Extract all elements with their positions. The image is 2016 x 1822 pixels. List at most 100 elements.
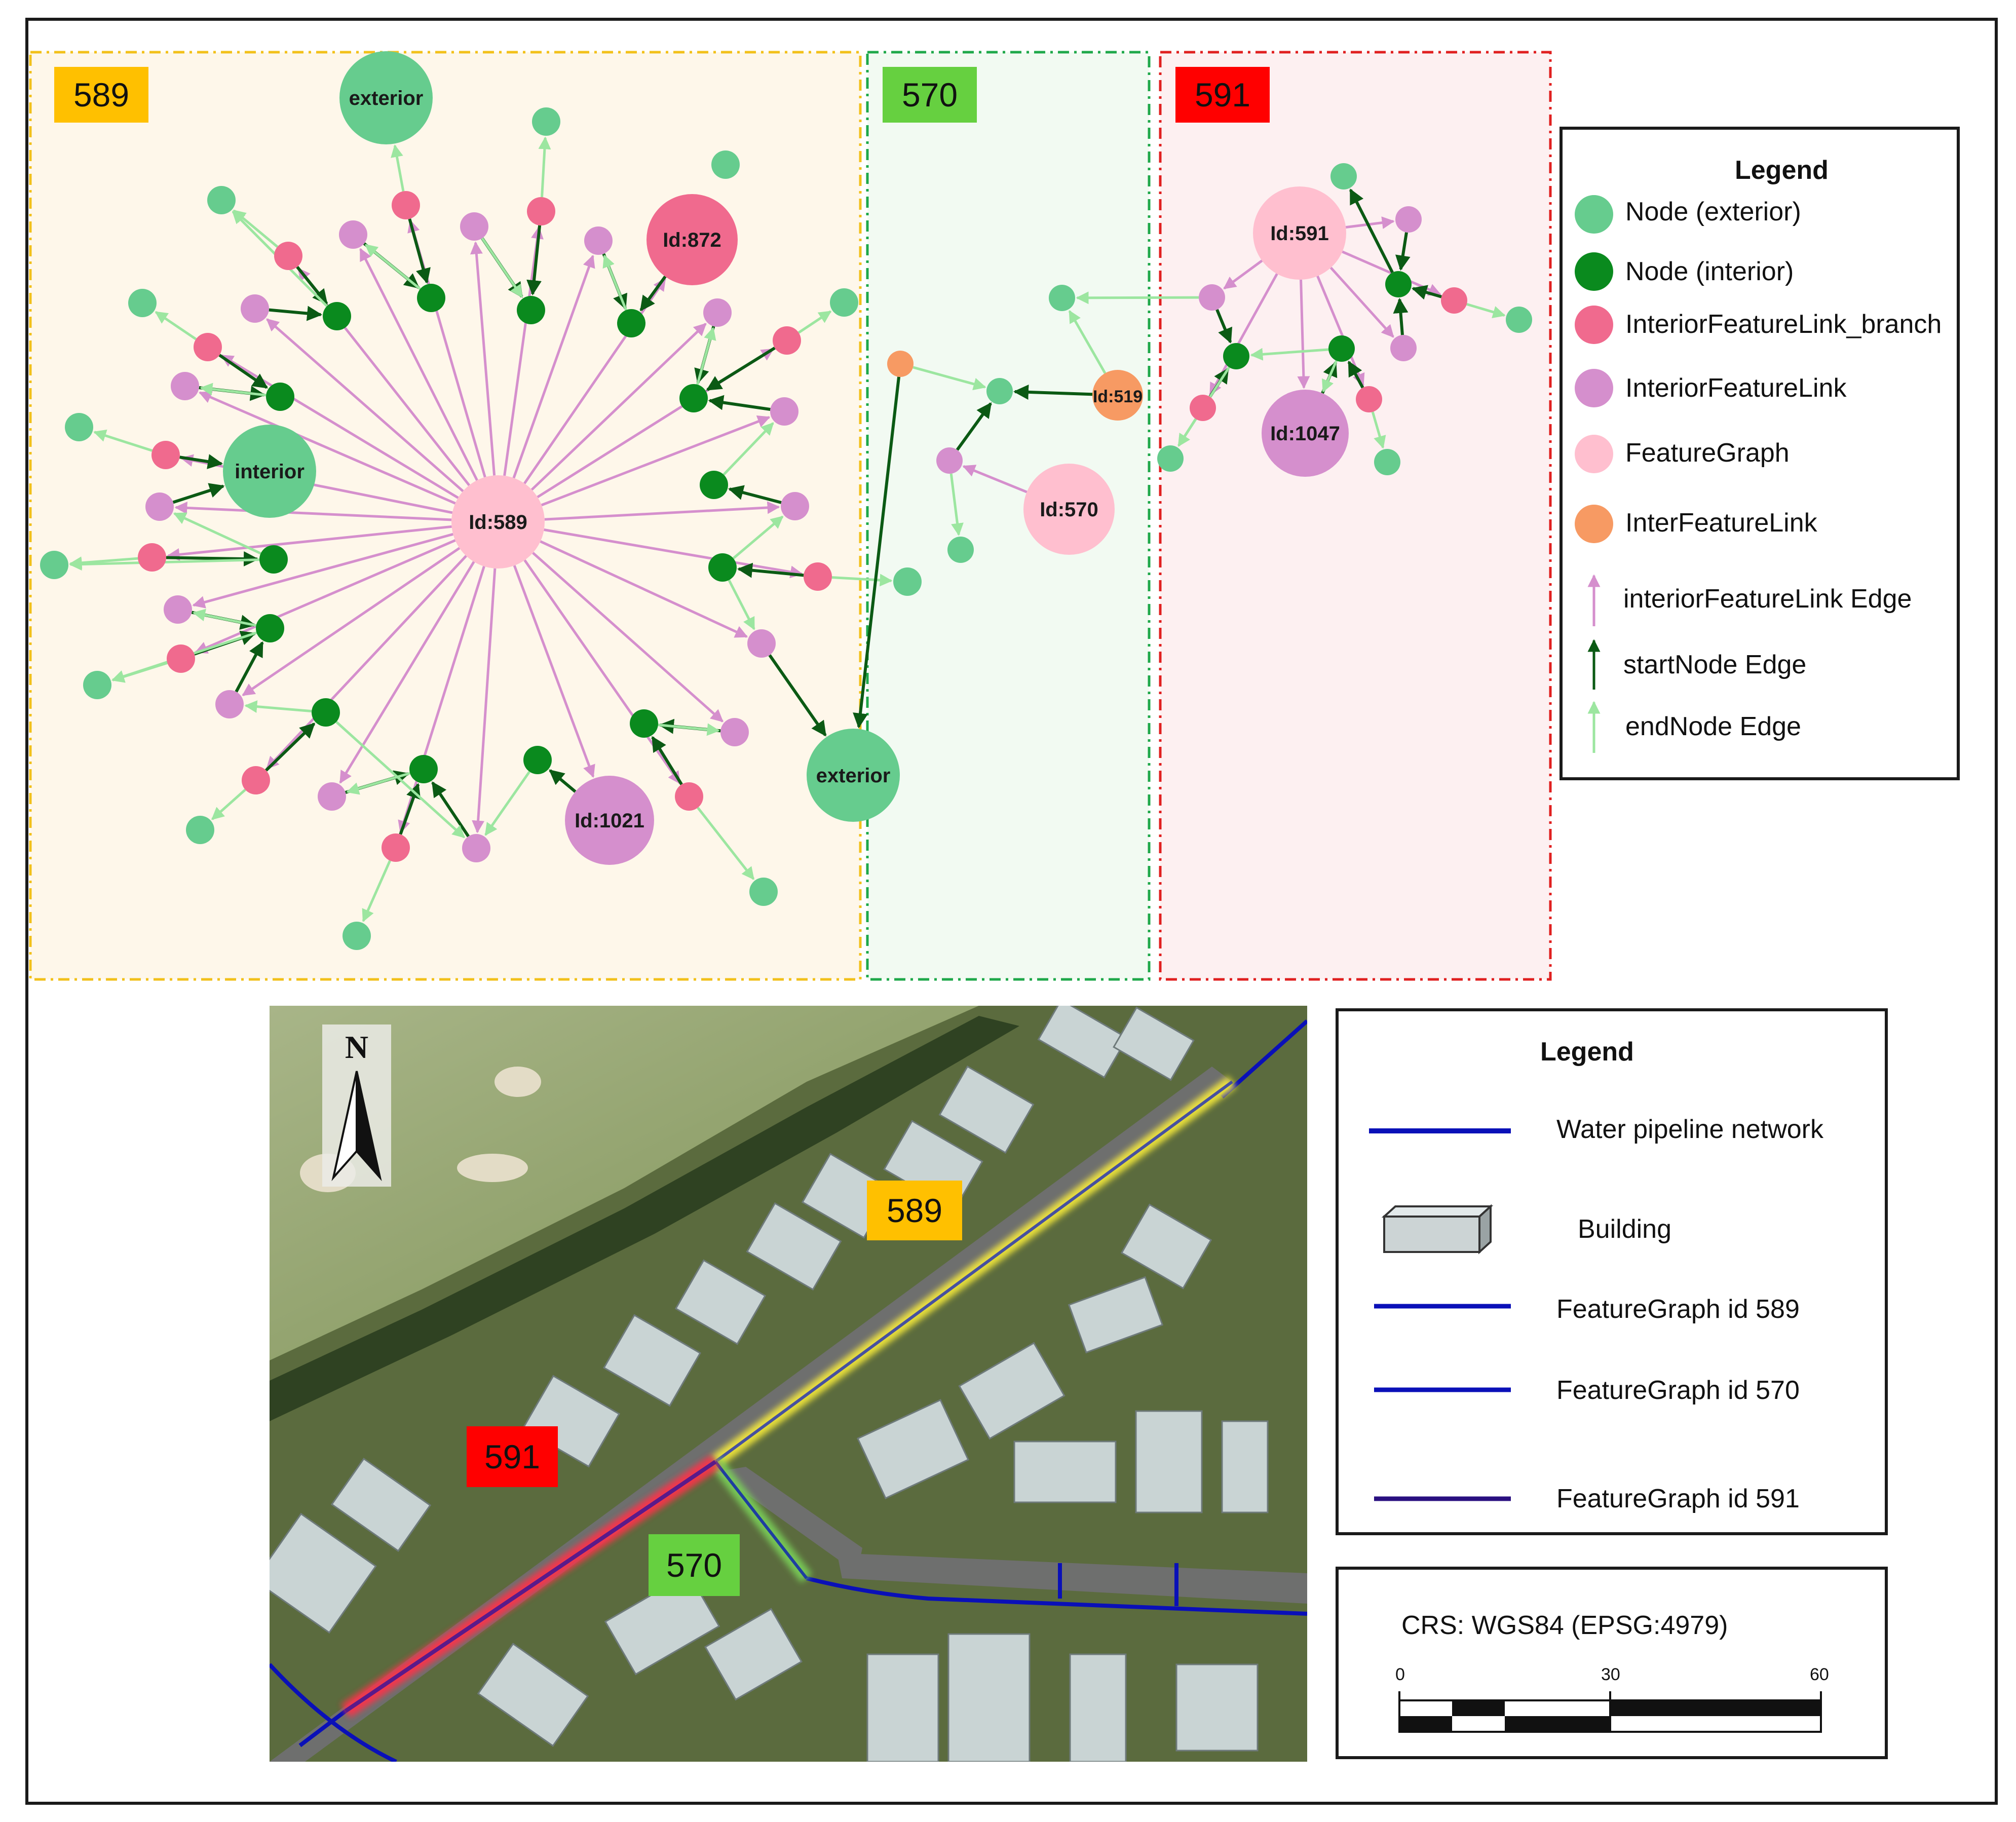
n12-node — [409, 755, 438, 783]
start-edge — [1349, 188, 1394, 274]
p2-node — [460, 212, 488, 241]
legend-item-ifl: InteriorFeatureLink — [1625, 373, 1847, 403]
n1-node — [417, 284, 445, 312]
end-edge — [93, 429, 153, 452]
s4-node — [1049, 285, 1075, 311]
end-edge — [155, 311, 197, 340]
b8-node — [242, 766, 270, 794]
region-label-589: 589 — [54, 67, 148, 123]
end-edge — [697, 807, 755, 880]
e1-node — [532, 107, 560, 136]
ifl519-label: Id:519 — [1093, 387, 1143, 406]
legend-item-ifl-edge: interiorFeatureLink Edge — [1623, 584, 1912, 614]
e7-node — [40, 551, 68, 579]
start-edge — [179, 454, 223, 469]
ifl-edge — [544, 528, 803, 579]
end-edge — [364, 244, 421, 290]
map-label-570: 570 — [649, 1534, 740, 1596]
graph-legend: Legend Node (exterior) Node (interior) I… — [1559, 127, 1960, 780]
legend-featuregraph-symbol — [1575, 435, 1613, 473]
e11-node — [749, 878, 778, 906]
start-edge — [269, 306, 323, 321]
interior-left-label: interior — [235, 461, 305, 483]
legend-building-symbol — [1381, 1204, 1494, 1255]
region-label-591: 591 — [1175, 67, 1270, 123]
graph-legend-title: Legend — [1735, 156, 1829, 185]
e2-node — [711, 150, 740, 179]
end-edge — [728, 579, 755, 630]
ifl872-label: Id:872 — [663, 229, 721, 251]
map-legend-symbols — [1369, 1128, 1511, 1507]
ifl-edge — [192, 533, 453, 609]
aerial-map-drawing — [270, 1006, 1307, 1762]
start-edge — [651, 736, 683, 785]
ifl-edge — [513, 565, 595, 778]
ifl-edge — [359, 248, 478, 481]
end-edge — [831, 574, 893, 587]
feature-graph-diagram: Id:589Id:570Id:591Id:872Id:1021Id:1047Id… — [29, 51, 1552, 981]
cross-street — [837, 1553, 1307, 1604]
start-edge — [1393, 297, 1409, 335]
n14-node — [630, 709, 658, 738]
ifl1047-label: Id:1047 — [1270, 423, 1340, 445]
crs-scale-box: CRS: WGS84 (EPSG:4979) 0 30 60 — [1336, 1567, 1888, 1759]
end-edge — [732, 515, 784, 559]
featuregraph-589-path — [711, 1076, 1237, 1468]
ifl-edge — [1223, 259, 1263, 290]
end-edge — [1466, 303, 1506, 319]
start-edge — [728, 485, 782, 504]
start-edge — [708, 395, 771, 411]
ifl-edge — [1329, 267, 1394, 338]
b9-node — [382, 833, 410, 862]
start-edge — [1215, 309, 1233, 344]
start-edge — [956, 402, 992, 451]
ifl1047-node — [1262, 390, 1349, 477]
r7-node — [1374, 449, 1400, 475]
b5-node — [151, 441, 180, 469]
e6-node — [65, 413, 93, 441]
start-edge — [549, 769, 577, 793]
sand-bunker — [457, 1154, 528, 1182]
p10-node — [318, 782, 346, 811]
exterior-top-node — [339, 51, 433, 144]
end-edge — [362, 860, 391, 923]
north-letter: N — [345, 1029, 369, 1065]
end-edge — [173, 512, 261, 555]
s1-node — [887, 351, 914, 377]
n6-node — [679, 384, 708, 412]
scale-tick-30: 30 — [1601, 1665, 1620, 1684]
end-edge — [192, 609, 257, 627]
legend-item-interfeaturelink: InterFeatureLink — [1625, 508, 1817, 538]
b4-node — [194, 333, 222, 361]
r8-node — [1395, 206, 1422, 233]
end-edge — [244, 700, 312, 713]
legend-item-fg591: FeatureGraph id 591 — [1556, 1484, 1800, 1513]
end-edge — [1371, 411, 1386, 449]
e10-node — [343, 922, 371, 950]
ifl872-node — [646, 194, 738, 285]
b2-node — [527, 197, 555, 225]
side-street — [715, 1467, 862, 1573]
legend-ifl-symbol — [1575, 369, 1613, 407]
legend-exterior-node-symbol — [1575, 195, 1613, 234]
r3-node — [1190, 395, 1216, 421]
exterior-top-label: exterior — [349, 87, 424, 109]
scale-bar — [1398, 1691, 1822, 1733]
n11-node — [312, 698, 340, 727]
end-edge — [484, 771, 531, 836]
node-layer: Id:589Id:570Id:591Id:872Id:1021Id:1047Id… — [40, 51, 1532, 950]
r11-node — [1441, 287, 1467, 314]
fg589-node — [451, 475, 545, 568]
end-edge — [658, 723, 720, 736]
end-edge — [346, 772, 410, 795]
n3-node — [617, 309, 645, 337]
start-edge — [296, 265, 328, 305]
e8-node — [83, 671, 111, 699]
start-edge — [1347, 360, 1364, 389]
map-label-589: 589 — [867, 1181, 962, 1240]
end-edge — [1322, 360, 1338, 393]
end-edge — [912, 366, 986, 391]
ifl-edge — [1297, 279, 1310, 389]
r4-node — [1157, 445, 1184, 472]
start-edge — [166, 551, 259, 567]
